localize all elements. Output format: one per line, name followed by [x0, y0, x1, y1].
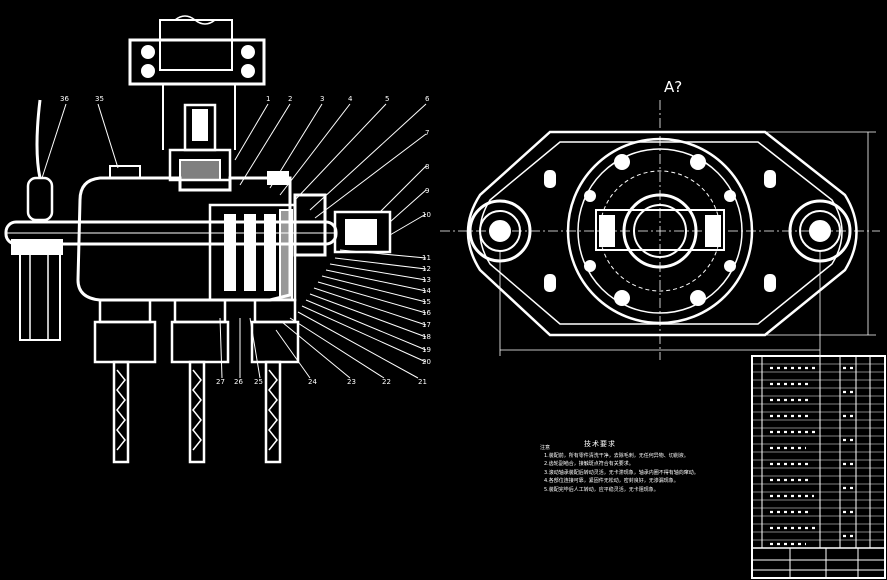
requirement-line: 4.各部位连接可靠，紧固件无松动，密封良好，无渗漏现象。 — [544, 478, 679, 485]
balloon-9: 9 — [425, 187, 429, 195]
balloon-36: 36 — [60, 95, 69, 103]
balloon-4: 4 — [348, 95, 353, 103]
balloon-35: 35 — [95, 95, 104, 103]
balloon-27: 27 — [216, 378, 225, 386]
balloon-26: 26 — [234, 378, 243, 386]
balloon-14: 14 — [422, 287, 431, 295]
balloon-18: 18 — [422, 333, 431, 341]
balloon-16: 16 — [422, 309, 431, 317]
technical-requirements-lead: 注意 — [540, 445, 551, 451]
requirement-line: 2.齿轮副啮合，接触斑点符合有关要求。 — [544, 461, 634, 468]
balloon-1: 1 — [266, 95, 270, 103]
balloon-labels: 36 35 1 2 3 4 5 6 7 8 9 10 11 12 13 14 1… — [60, 95, 431, 386]
balloon-11: 11 — [422, 254, 431, 262]
balloon-8: 8 — [425, 163, 429, 171]
requirement-line: 3.滚动轴承装配后转动灵活，无卡滞现象，轴承内圈不得有轴向窜动。 — [544, 469, 699, 476]
balloon-25: 25 — [254, 378, 263, 386]
balloon-20: 20 — [422, 358, 431, 366]
balloon-12: 12 — [422, 265, 431, 273]
balloon-17: 17 — [422, 321, 431, 329]
balloon-13: 13 — [422, 276, 431, 284]
balloon-7: 7 — [425, 129, 429, 137]
view-a — [440, 100, 880, 360]
balloon-3: 3 — [320, 95, 324, 103]
balloon-19: 19 — [422, 346, 431, 354]
technical-requirements-title: 技术要求 — [584, 440, 616, 448]
section-view — [4, 15, 427, 464]
requirement-line: 1.装配前，所有零件清洗干净，去除毛刺，无任何异物、切削液。 — [544, 453, 689, 459]
balloon-5: 5 — [385, 95, 389, 103]
balloon-10: 10 — [422, 211, 431, 219]
balloon-15: 15 — [422, 298, 431, 306]
balloon-24: 24 — [308, 378, 317, 386]
balloon-23: 23 — [347, 378, 356, 386]
balloon-2: 2 — [288, 95, 292, 103]
balloon-6: 6 — [425, 95, 430, 103]
bom-table — [751, 355, 886, 579]
balloon-21: 21 — [418, 378, 427, 386]
view-a-label: A? — [664, 78, 683, 96]
balloon-22: 22 — [382, 378, 391, 386]
requirement-line: 5.装配完毕后人工转动，应平稳灵活，无卡阻现象。 — [544, 486, 659, 493]
